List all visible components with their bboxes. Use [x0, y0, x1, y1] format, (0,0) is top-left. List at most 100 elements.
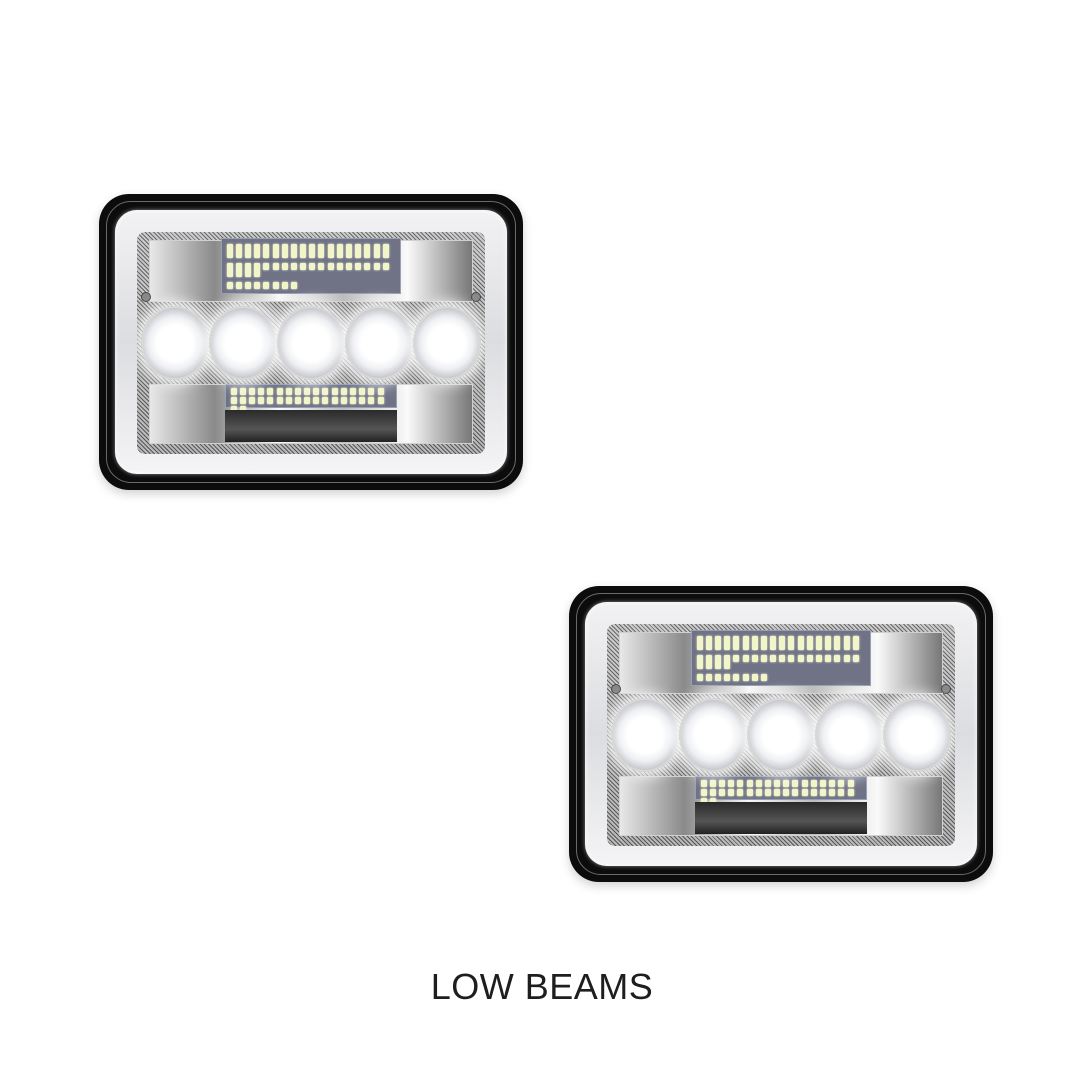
projector-lens: [209, 306, 277, 380]
led-chip: [816, 654, 823, 662]
screw-icon: [471, 292, 481, 302]
led-chip: [728, 789, 735, 796]
led-chip: [751, 673, 758, 681]
led-chip: [792, 780, 799, 787]
led-chip: [709, 780, 716, 787]
led-chip: [728, 780, 735, 787]
led-chip: [244, 262, 251, 277]
led-chip: [816, 635, 823, 650]
led-chip: [825, 635, 832, 650]
led-chip: [290, 281, 297, 289]
led-chip: [801, 789, 808, 796]
led-chip: [737, 780, 744, 787]
led-chip: [340, 388, 347, 395]
led-chip: [705, 654, 712, 669]
led-chip: [364, 262, 371, 270]
led-chip: [244, 243, 251, 258]
led-chip: [382, 262, 389, 270]
led-chip: [847, 789, 854, 796]
led-chip: [755, 789, 762, 796]
led-chip: [718, 789, 725, 796]
led-chip: [226, 243, 233, 258]
led-chip: [281, 243, 288, 258]
led-chip: [346, 262, 353, 270]
led-chip: [331, 397, 338, 404]
led-chip: [254, 243, 261, 258]
led-chip: [810, 780, 817, 787]
led-chip: [825, 654, 832, 662]
led-chip: [737, 789, 744, 796]
led-chip: [263, 262, 270, 270]
led-chip: [248, 388, 255, 395]
led-chip: [733, 673, 740, 681]
led-chip: [806, 635, 813, 650]
led-chip: [318, 243, 325, 258]
led-chip: [714, 654, 721, 669]
led-chip: [359, 397, 366, 404]
led-chip: [313, 388, 320, 395]
led-chip: [760, 654, 767, 662]
led-chip: [235, 281, 242, 289]
led-chip: [774, 789, 781, 796]
led-chip: [779, 654, 786, 662]
led-chip: [696, 635, 703, 650]
led-chip: [746, 789, 753, 796]
led-chip: [751, 654, 758, 662]
led-chip: [350, 388, 357, 395]
led-chip: [718, 780, 725, 787]
screw-icon: [141, 292, 151, 302]
led-chip: [760, 635, 767, 650]
bezel-trim: [106, 201, 516, 483]
upper-led-bar: [221, 238, 401, 294]
led-chip: [700, 798, 707, 805]
upper-led-bar: [691, 630, 871, 686]
led-chip: [709, 789, 716, 796]
lower-slot: [695, 802, 867, 834]
led-chip: [838, 789, 845, 796]
led-chip: [226, 281, 233, 289]
led-chip: [714, 635, 721, 650]
led-chip: [700, 780, 707, 787]
led-chip: [322, 388, 329, 395]
led-chip: [696, 673, 703, 681]
led-chip: [230, 406, 237, 413]
led-chip: [248, 397, 255, 404]
projector-lens: [345, 306, 413, 380]
led-chip: [801, 780, 808, 787]
led-chip: [382, 243, 389, 258]
led-chip: [779, 635, 786, 650]
led-chip: [843, 635, 850, 650]
led-chip: [276, 388, 283, 395]
led-chip: [696, 654, 703, 669]
led-chip: [377, 388, 384, 395]
led-chip: [290, 243, 297, 258]
led-chip: [267, 388, 274, 395]
led-chip: [244, 281, 251, 289]
led-chip: [300, 243, 307, 258]
led-chip: [838, 780, 845, 787]
led-chip: [760, 673, 767, 681]
led-chip: [276, 397, 283, 404]
led-chip: [304, 388, 311, 395]
led-chip: [355, 243, 362, 258]
led-chip: [290, 262, 297, 270]
led-chip: [364, 243, 371, 258]
led-chip: [327, 243, 334, 258]
led-chip: [847, 780, 854, 787]
projector-lens: [815, 698, 883, 772]
led-chip: [359, 388, 366, 395]
led-chip: [755, 780, 762, 787]
led-chip: [797, 635, 804, 650]
led-chip: [783, 780, 790, 787]
led-chip: [318, 262, 325, 270]
led-chip: [239, 388, 246, 395]
led-chip: [783, 789, 790, 796]
led-chip: [705, 635, 712, 650]
led-chip: [272, 281, 279, 289]
bezel-trim: [576, 593, 986, 875]
led-chip: [829, 780, 836, 787]
led-chip: [770, 635, 777, 650]
projector-lens: [413, 306, 481, 380]
led-chip: [331, 388, 338, 395]
led-chip: [834, 654, 841, 662]
